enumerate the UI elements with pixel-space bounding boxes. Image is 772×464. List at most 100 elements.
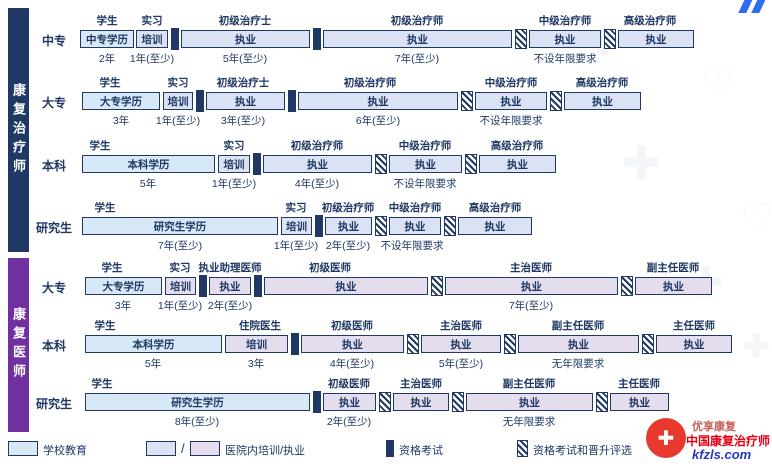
practice-box: 执业 xyxy=(264,277,428,295)
legend-separator: / xyxy=(181,441,185,456)
stage-header: 实习 xyxy=(141,15,163,27)
stage-header: 学生 xyxy=(96,15,118,27)
stage-header: 中级治疗师 xyxy=(484,77,538,89)
legend-swatch-exam-and-promotion xyxy=(517,440,528,457)
legend-swatch-therapist-practice xyxy=(146,441,176,456)
stage-header: 住院医生 xyxy=(239,320,281,332)
duration-label: 不设年限要求 xyxy=(393,178,457,190)
stage-header: 高级治疗师 xyxy=(575,77,629,89)
duration-label: 5年(至少) xyxy=(222,53,268,65)
exam-and-promotion-marker xyxy=(379,392,391,412)
duration-label: 2年(至少) xyxy=(326,416,372,428)
practice-box: 执业 xyxy=(610,393,669,411)
brand-logo: ✚ xyxy=(646,418,686,458)
education-box: 研究生学历 xyxy=(82,217,278,235)
education-box: 本科学历 xyxy=(85,335,222,353)
stage-header: 学生 xyxy=(89,140,111,152)
heart-icon: ♡ xyxy=(702,61,735,102)
section-label-physician: 康复医师 xyxy=(8,258,29,432)
stage-header: 初级治疗师 xyxy=(390,15,444,27)
education-box: 大专学历 xyxy=(82,92,160,110)
practice-box: 执业 xyxy=(323,30,512,48)
medical-icon: ✚ xyxy=(742,328,771,366)
practice-box: 执业 xyxy=(263,155,372,173)
practice-box: 执业 xyxy=(393,393,449,411)
legend-label-exam-and-promotion: 资格考试和晋升评选 xyxy=(533,445,632,457)
practice-box: 执业 xyxy=(458,217,532,235)
qualification-exam-marker xyxy=(253,153,261,175)
qualification-exam-marker xyxy=(288,90,296,112)
practice-box: 执业 xyxy=(389,217,441,235)
watermark: ✚ 优享康复 中国康复治疗师 kfzls.com xyxy=(646,416,772,464)
brand-name-small: 优享康复 xyxy=(692,421,736,433)
qualification-exam-marker xyxy=(199,275,207,297)
legend-swatch-physician-practice xyxy=(190,441,220,456)
stage-header: 副主任医师 xyxy=(551,320,605,332)
stage-header: 实习 xyxy=(285,202,307,214)
duration-label: 1年(至少) xyxy=(155,115,201,127)
exam-and-promotion-marker xyxy=(375,154,387,174)
stage-header: 副主任医师 xyxy=(502,378,556,390)
duration-label: 7年(至少) xyxy=(157,240,203,252)
practice-box: 培训 xyxy=(163,92,193,110)
stage-header: 主任医师 xyxy=(673,320,715,332)
stage-header: 主治医师 xyxy=(400,378,442,390)
stage-header: 高级治疗师 xyxy=(468,202,522,214)
practice-box: 执业 xyxy=(206,92,285,110)
education-level-label: 大专 xyxy=(41,281,66,295)
duration-label: 2年 xyxy=(98,53,116,65)
stage-header: 实习 xyxy=(223,140,245,152)
education-level-label: 中专 xyxy=(41,34,66,48)
qualification-exam-marker xyxy=(313,28,321,50)
medical-icon: ✚ xyxy=(622,137,661,189)
duration-label: 无年限要求 xyxy=(502,416,556,428)
exam-and-promotion-marker xyxy=(596,392,608,412)
duration-label: 3年 xyxy=(114,300,132,312)
exam-and-promotion-marker xyxy=(452,392,464,412)
practice-box: 执业 xyxy=(323,393,376,411)
duration-label: 1年(至少) xyxy=(157,300,203,312)
brand-name-main: 中国康复治疗师 xyxy=(686,434,771,448)
exam-and-promotion-marker xyxy=(550,91,562,111)
practice-box: 执业 xyxy=(635,277,712,295)
stage-header: 初级医师 xyxy=(309,262,351,274)
duration-label: 2年(至少) xyxy=(325,240,371,252)
duration-label: 1年(至少) xyxy=(273,240,319,252)
legend-label-school-education: 学校教育 xyxy=(43,445,87,457)
duration-label: 1年(至少) xyxy=(211,178,257,190)
stage-header: 实习 xyxy=(169,262,191,274)
duration-label: 7年(至少) xyxy=(508,300,554,312)
stage-header: 初级医师 xyxy=(328,378,370,390)
practice-box: 培训 xyxy=(218,155,250,173)
practice-box: 执业 xyxy=(421,335,501,353)
stage-header: 初级治疗师 xyxy=(343,77,397,89)
education-box: 研究生学历 xyxy=(85,393,310,411)
practice-box: 执业 xyxy=(564,92,641,110)
duration-label: 4年(至少) xyxy=(329,358,375,370)
practice-box: 执业 xyxy=(475,92,547,110)
practice-box: 培训 xyxy=(281,217,312,235)
qualification-exam-marker xyxy=(313,391,321,413)
practice-box: 执业 xyxy=(181,30,310,48)
medical-cross-icon: ✚ xyxy=(657,427,675,450)
duration-label: 不设年限要求 xyxy=(533,53,597,65)
duration-label: 不设年限要求 xyxy=(380,240,444,252)
stage-header: 学生 xyxy=(99,77,121,89)
qualification-exam-marker xyxy=(315,215,323,237)
section-label-therapist: 康复治疗师 xyxy=(8,8,29,252)
qualification-exam-marker xyxy=(254,275,262,297)
qualification-exam-marker xyxy=(291,333,299,355)
exam-and-promotion-marker xyxy=(375,216,387,236)
stage-header: 高级治疗师 xyxy=(490,140,544,152)
stage-header: 初级医师 xyxy=(331,320,373,332)
duration-label: 5年(至少) xyxy=(438,358,484,370)
stage-header: 学生 xyxy=(101,262,123,274)
stage-header: 初级治疗师 xyxy=(321,202,375,214)
brand-site-url: kfzls.com xyxy=(692,447,752,462)
legend-label-qualification-exam: 资格考试 xyxy=(399,445,443,457)
duration-label: 5年 xyxy=(139,178,157,190)
practice-box: 执业 xyxy=(389,155,462,173)
stage-header: 初级治疗士 xyxy=(218,15,272,27)
